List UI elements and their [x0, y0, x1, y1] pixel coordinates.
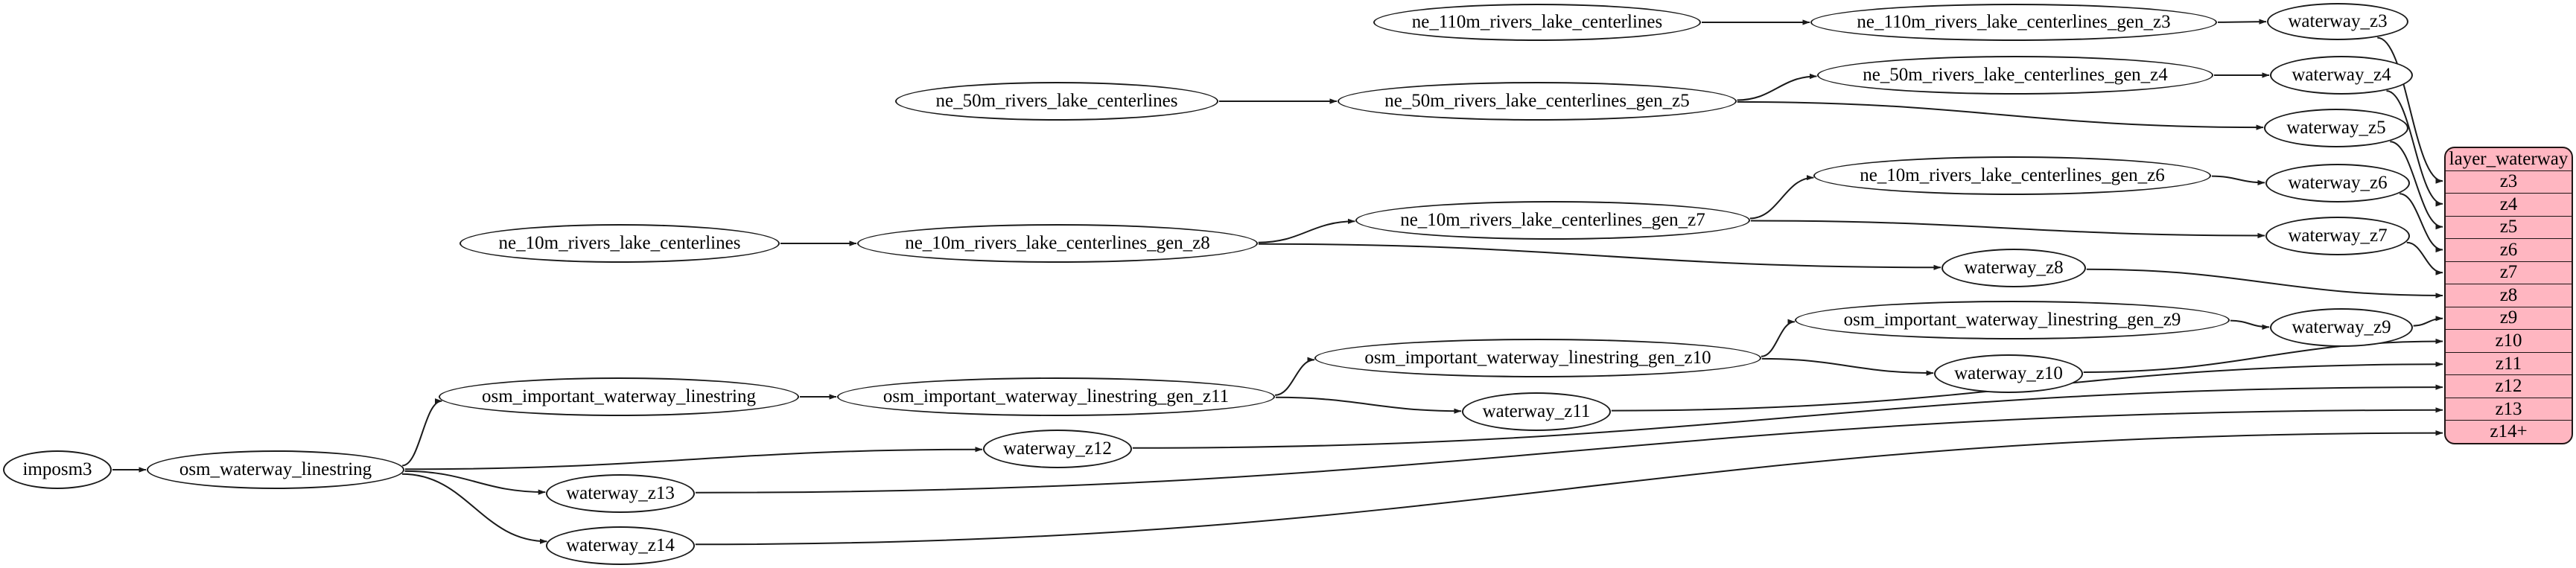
edge-osm_waterway_linestring-to-waterway_z13: [404, 470, 546, 495]
edge-osm_important_waterway_linestring_gen_z11-to-waterway_z11: [1275, 396, 1462, 414]
node-osm-waterway-linestring: osm_waterway_linestring: [147, 450, 404, 489]
table-row-z6: z6: [2446, 238, 2572, 261]
node-ne-110m-rivers-lake-centerlines-gen-z3: ne_110m_rivers_lake_centerlines_gen_z3: [1810, 4, 2217, 41]
node-label: waterway_z13: [566, 483, 675, 503]
edge-osm_waterway_linestring-to-waterway_z12: [404, 447, 983, 470]
table-row-z10: z10: [2446, 329, 2572, 352]
node-label: ne_50m_rivers_lake_centerlines_gen_z4: [1863, 65, 2168, 85]
node-label: waterway_z12: [1003, 438, 1112, 459]
node-waterway-z7: waterway_z7: [2265, 217, 2410, 255]
node-waterway-z11: waterway_z11: [1462, 392, 1611, 431]
edge-waterway_z6-to-table-row-z6: [2399, 193, 2443, 253]
table-row-z7: z7: [2446, 261, 2572, 284]
edge-waterway_z10-to-table-row-z10: [2083, 338, 2443, 373]
node-waterway-z4: waterway_z4: [2270, 56, 2413, 95]
edge-waterway_z8-to-table-row-z8: [2086, 268, 2443, 299]
node-label: osm_waterway_linestring: [179, 459, 372, 479]
table-layer-waterway: layer_waterway z3 z4 z5 z6 z7 z8 z9 z10 …: [2444, 147, 2573, 444]
node-label: ne_110m_rivers_lake_centerlines: [1411, 12, 1663, 32]
table-row-z9: z9: [2446, 306, 2572, 330]
node-label: ne_110m_rivers_lake_centerlines_gen_z3: [1857, 12, 2171, 32]
edge-ne_50m_rivers_lake_centerlines_gen_z5-to-waterway_z5: [1737, 100, 2264, 130]
edge-osm_waterway_linestring-to-osm_important_waterway_linestring: [401, 398, 442, 467]
node-osm-important-waterway-linestring-gen-z9: osm_important_waterway_linestring_gen_z9: [1795, 301, 2230, 339]
edge-ne_50m_rivers_lake_centerlines_gen_z5-to-ne_50m_rivers_lake_centerlines_gen_z4: [1737, 73, 1817, 101]
edge-waterway_z12-to-table-row-z12: [1132, 384, 2443, 449]
edge-waterway_z13-to-table-row-z13: [695, 407, 2443, 494]
edge-waterway_z7-to-table-row-z7: [2406, 241, 2443, 275]
node-waterway-z14: waterway_z14: [546, 526, 695, 565]
table-row-z14plus: z14+: [2446, 420, 2572, 443]
edge-osm_important_waterway_linestring_gen_z10-to-osm_important_waterway_linestring_gen_z9: [1761, 319, 1796, 357]
edge-waterway_z5-to-table-row-z5: [2390, 141, 2443, 230]
edge-ne_10m_rivers_lake_centerlines_gen_z8-to-waterway_z8: [1258, 243, 1941, 270]
table-row-z5: z5: [2446, 215, 2572, 239]
node-waterway-z8: waterway_z8: [1941, 249, 2086, 287]
node-label: waterway_z10: [1954, 363, 2063, 383]
node-waterway-z10: waterway_z10: [1934, 354, 2083, 393]
edge-ne_10m_rivers_lake_centerlines_gen_z7-to-ne_10m_rivers_lake_centerlines_gen_z6: [1749, 175, 1814, 220]
node-waterway-z12: waterway_z12: [983, 430, 1132, 468]
node-ne-10m-rivers-lake-centerlines-gen-z7: ne_10m_rivers_lake_centerlines_gen_z7: [1355, 201, 1750, 240]
node-label: ne_50m_rivers_lake_centerlines: [935, 91, 1178, 111]
node-label: waterway_z14: [566, 535, 675, 555]
node-waterway-z3: waterway_z3: [2267, 3, 2408, 40]
node-osm-important-waterway-linestring: osm_important_waterway_linestring: [439, 377, 799, 416]
node-waterway-z13: waterway_z13: [546, 474, 695, 513]
node-label: ne_50m_rivers_lake_centerlines_gen_z5: [1384, 91, 1690, 111]
node-label: ne_10m_rivers_lake_centerlines_gen_z7: [1400, 210, 1705, 230]
node-label: imposm3: [22, 459, 92, 479]
node-ne-50m-rivers-lake-centerlines-gen-z4: ne_50m_rivers_lake_centerlines_gen_z4: [1817, 56, 2213, 95]
table-row-z11: z11: [2446, 351, 2572, 375]
node-label: waterway_z8: [1964, 258, 2064, 278]
edge-osm_important_waterway_linestring_gen_z11-to-osm_important_waterway_linestring_gen_z10: [1274, 357, 1315, 396]
edge-osm_important_waterway_linestring_gen_z9-to-waterway_z9: [2230, 319, 2270, 330]
node-label: waterway_z3: [2288, 11, 2388, 31]
edge-waterway_z14-to-table-row-z14plus: [695, 430, 2443, 546]
node-ne-50m-rivers-lake-centerlines-gen-z5: ne_50m_rivers_lake_centerlines_gen_z5: [1338, 82, 1737, 121]
node-label: ne_10m_rivers_lake_centerlines_gen_z6: [1860, 165, 2165, 185]
table-row-z12: z12: [2446, 374, 2572, 398]
node-label: osm_important_waterway_linestring: [482, 386, 756, 406]
table-row-z13: z13: [2446, 397, 2572, 421]
node-label: osm_important_waterway_linestring_gen_z1…: [1364, 348, 1711, 368]
node-label: osm_important_waterway_linestring_gen_z9: [1843, 310, 2181, 330]
edge-ne_10m_rivers_lake_centerlines_gen_z7-to-waterway_z7: [1750, 220, 2265, 239]
node-ne-10m-rivers-lake-centerlines-gen-z6: ne_10m_rivers_lake_centerlines_gen_z6: [1813, 156, 2211, 195]
node-waterway-z5: waterway_z5: [2264, 109, 2408, 147]
table-header: layer_waterway: [2449, 148, 2569, 169]
node-ne-110m-rivers-lake-centerlines: ne_110m_rivers_lake_centerlines: [1373, 4, 1701, 41]
table-row-z3: z3: [2446, 170, 2572, 194]
node-label: waterway_z4: [2292, 65, 2391, 85]
node-ne-50m-rivers-lake-centerlines: ne_50m_rivers_lake_centerlines: [895, 82, 1218, 121]
node-label: osm_important_waterway_linestring_gen_z1…: [882, 386, 1230, 406]
edge-osm_waterway_linestring-to-waterway_z14: [401, 473, 547, 544]
node-label: waterway_z9: [2292, 317, 2391, 337]
node-label: waterway_z11: [1482, 401, 1591, 421]
table-row-z8: z8: [2446, 284, 2572, 307]
node-label: ne_10m_rivers_lake_centerlines: [498, 233, 741, 253]
node-osm-important-waterway-linestring-gen-z10: osm_important_waterway_linestring_gen_z1…: [1314, 339, 1761, 377]
edge-waterway_z3-to-table-row-z3: [2377, 36, 2443, 184]
node-ne-10m-rivers-lake-centerlines: ne_10m_rivers_lake_centerlines: [459, 224, 780, 263]
node-ne-10m-rivers-lake-centerlines-gen-z8: ne_10m_rivers_lake_centerlines_gen_z8: [857, 224, 1258, 263]
table-row-z4: z4: [2446, 193, 2572, 216]
node-imposm3: imposm3: [3, 450, 112, 489]
node-label: waterway_z7: [2288, 226, 2388, 246]
edge-ne_10m_rivers_lake_centerlines_gen_z6-to-waterway_z6: [2211, 175, 2265, 185]
node-waterway-z9: waterway_z9: [2270, 308, 2413, 347]
node-label: waterway_z6: [2288, 173, 2388, 193]
edge-ne_10m_rivers_lake_centerlines_gen_z8-to-ne_10m_rivers_lake_centerlines_gen_z7: [1258, 218, 1355, 243]
node-osm-important-waterway-linestring-gen-z11: osm_important_waterway_linestring_gen_z1…: [837, 377, 1275, 416]
edge-waterway_z4-to-table-row-z4: [2386, 90, 2443, 207]
node-waterway-z6: waterway_z6: [2265, 164, 2410, 202]
edge-osm_important_waterway_linestring_gen_z10-to-waterway_z10: [1761, 357, 1934, 376]
node-label: waterway_z5: [2286, 118, 2386, 138]
edge-waterway_z9-to-table-row-z9: [2413, 316, 2443, 327]
node-label: ne_10m_rivers_lake_centerlines_gen_z8: [905, 233, 1210, 253]
